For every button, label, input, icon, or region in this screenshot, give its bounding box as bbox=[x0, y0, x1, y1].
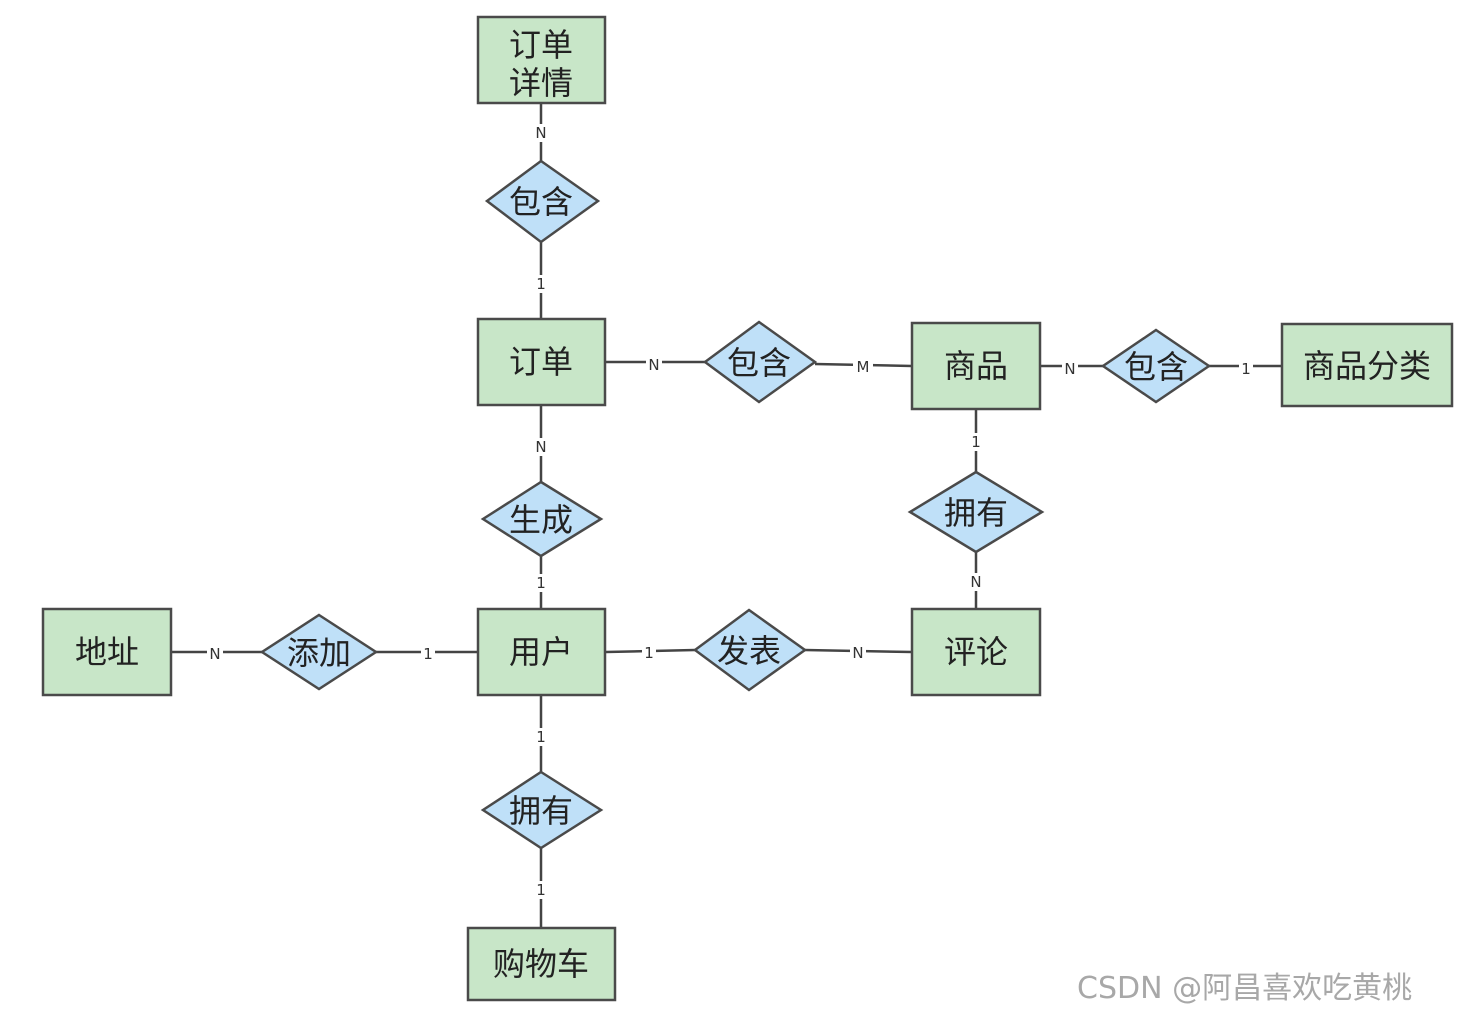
entity-product[interactable]: 商品 bbox=[910, 321, 1042, 411]
relationship-product-contains[interactable]: 包含 bbox=[1100, 328, 1212, 404]
cardinality-product-has-1: 1 bbox=[971, 433, 981, 451]
cardinality-has-review-n: N bbox=[970, 573, 981, 591]
connector-lines bbox=[171, 104, 1282, 928]
entity-order-detail[interactable]: 订单 详情 bbox=[476, 15, 607, 105]
entity-review-label: 评论 bbox=[944, 633, 1008, 671]
entity-address-label: 地址 bbox=[75, 633, 139, 671]
relationship-publish-label: 发表 bbox=[717, 632, 781, 670]
relationship-cart-has-label: 拥有 bbox=[509, 792, 573, 830]
cardinality-rel-product-m: M bbox=[857, 358, 870, 376]
relationship-product-has-label: 拥有 bbox=[944, 494, 1008, 532]
cardinality-user-pub-1: 1 bbox=[644, 644, 654, 662]
relationship-order-contains[interactable]: 包含 bbox=[702, 320, 818, 404]
relationship-add-label: 添加 bbox=[287, 634, 351, 672]
relationship-product-contains-label: 包含 bbox=[1124, 348, 1188, 386]
entity-user-label: 用户 bbox=[509, 633, 573, 671]
relationship-product-has[interactable]: 拥有 bbox=[907, 470, 1045, 554]
cardinality-rel-category-1: 1 bbox=[1241, 360, 1251, 378]
cardinality-order-gen-n: N bbox=[535, 438, 546, 456]
cardinality-detail-order-1: 1 bbox=[536, 275, 546, 293]
entity-product-label: 商品 bbox=[944, 347, 1008, 385]
relationship-cart-has[interactable]: 拥有 bbox=[480, 770, 604, 850]
entity-order-detail-line1: 订单 bbox=[509, 26, 573, 64]
cardinality-detail-n: N bbox=[535, 124, 546, 142]
entity-review[interactable]: 评论 bbox=[910, 607, 1042, 697]
relationship-order-contains-label: 包含 bbox=[727, 344, 791, 382]
relationship-add[interactable]: 添加 bbox=[259, 613, 379, 691]
entity-order-detail-line2: 详情 bbox=[509, 64, 573, 102]
entity-user[interactable]: 用户 bbox=[476, 607, 607, 697]
entity-product-category[interactable]: 商品分类 bbox=[1280, 322, 1454, 408]
relationship-detail-contains-label: 包含 bbox=[509, 183, 573, 221]
cardinality-product-rel-n: N bbox=[1064, 360, 1075, 378]
cardinality-pub-review-n: N bbox=[852, 644, 863, 662]
entity-order-label: 订单 bbox=[509, 343, 573, 381]
entity-order[interactable]: 订单 bbox=[476, 317, 607, 407]
cardinality-user-cart-1: 1 bbox=[536, 728, 546, 746]
entity-cart[interactable]: 购物车 bbox=[466, 926, 617, 1002]
cardinality-add-user-1: 1 bbox=[423, 645, 433, 663]
relationship-generate[interactable]: 生成 bbox=[480, 480, 604, 558]
entity-cart-label: 购物车 bbox=[493, 945, 589, 983]
cardinality-order-rel-n: N bbox=[648, 356, 659, 374]
relationship-generate-label: 生成 bbox=[509, 501, 573, 539]
watermark: CSDN @阿昌喜欢吃黄桃 bbox=[1077, 971, 1413, 1006]
cardinality-gen-user-1: 1 bbox=[536, 574, 546, 592]
entity-product-category-label: 商品分类 bbox=[1303, 347, 1431, 385]
relationship-publish[interactable]: 发表 bbox=[692, 608, 808, 692]
cardinality-cart-1: 1 bbox=[536, 881, 546, 899]
cardinality-labels: N 1 N M N 1 N 1 1 N N 1 1 N 1 1 bbox=[207, 124, 1253, 899]
entity-address[interactable]: 地址 bbox=[41, 607, 173, 697]
relationship-detail-contains[interactable]: 包含 bbox=[484, 159, 601, 244]
cardinality-address-n: N bbox=[209, 645, 220, 663]
